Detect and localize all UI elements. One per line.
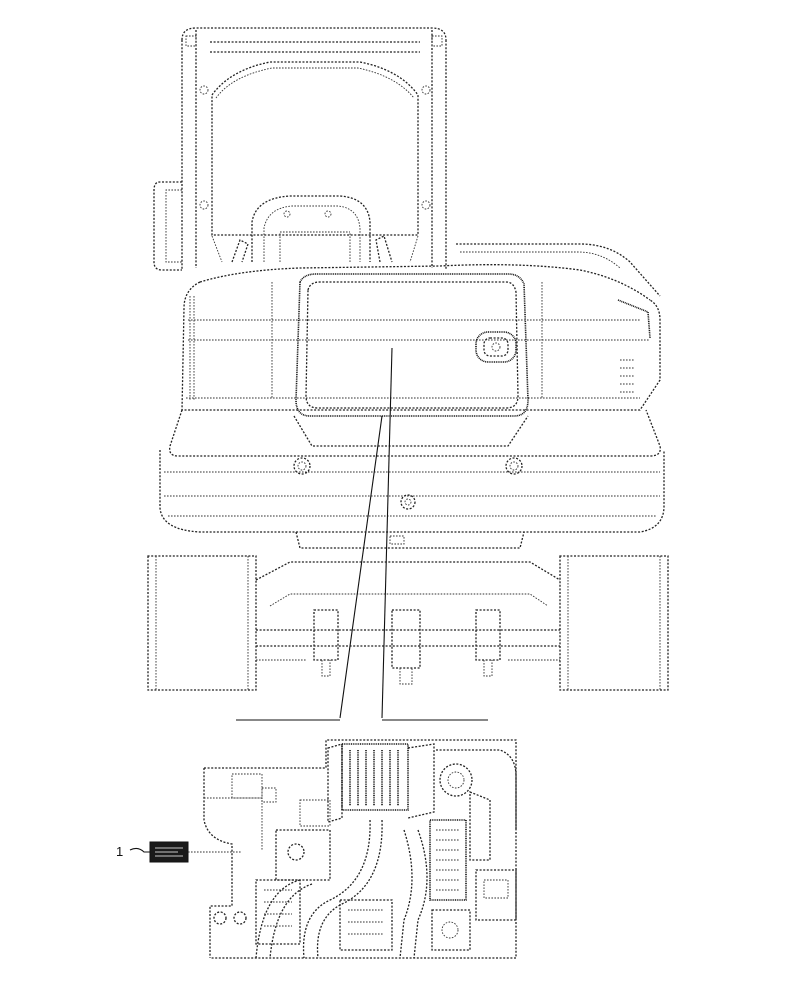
callout-leader-1 (129, 847, 150, 853)
detail-leader-lines (236, 347, 488, 721)
engine-bay-detail-view: 1 (116, 739, 517, 959)
undercarriage (147, 531, 669, 691)
callout-number-1: 1 (116, 844, 123, 859)
decal-item-1[interactable] (149, 841, 189, 863)
hoses (255, 819, 428, 959)
excavator-rear-view (147, 27, 669, 721)
counterweight (159, 450, 665, 545)
radiator (327, 743, 435, 823)
engine-hood (169, 243, 661, 457)
engine-components (213, 749, 517, 951)
cab-frame (153, 27, 447, 271)
